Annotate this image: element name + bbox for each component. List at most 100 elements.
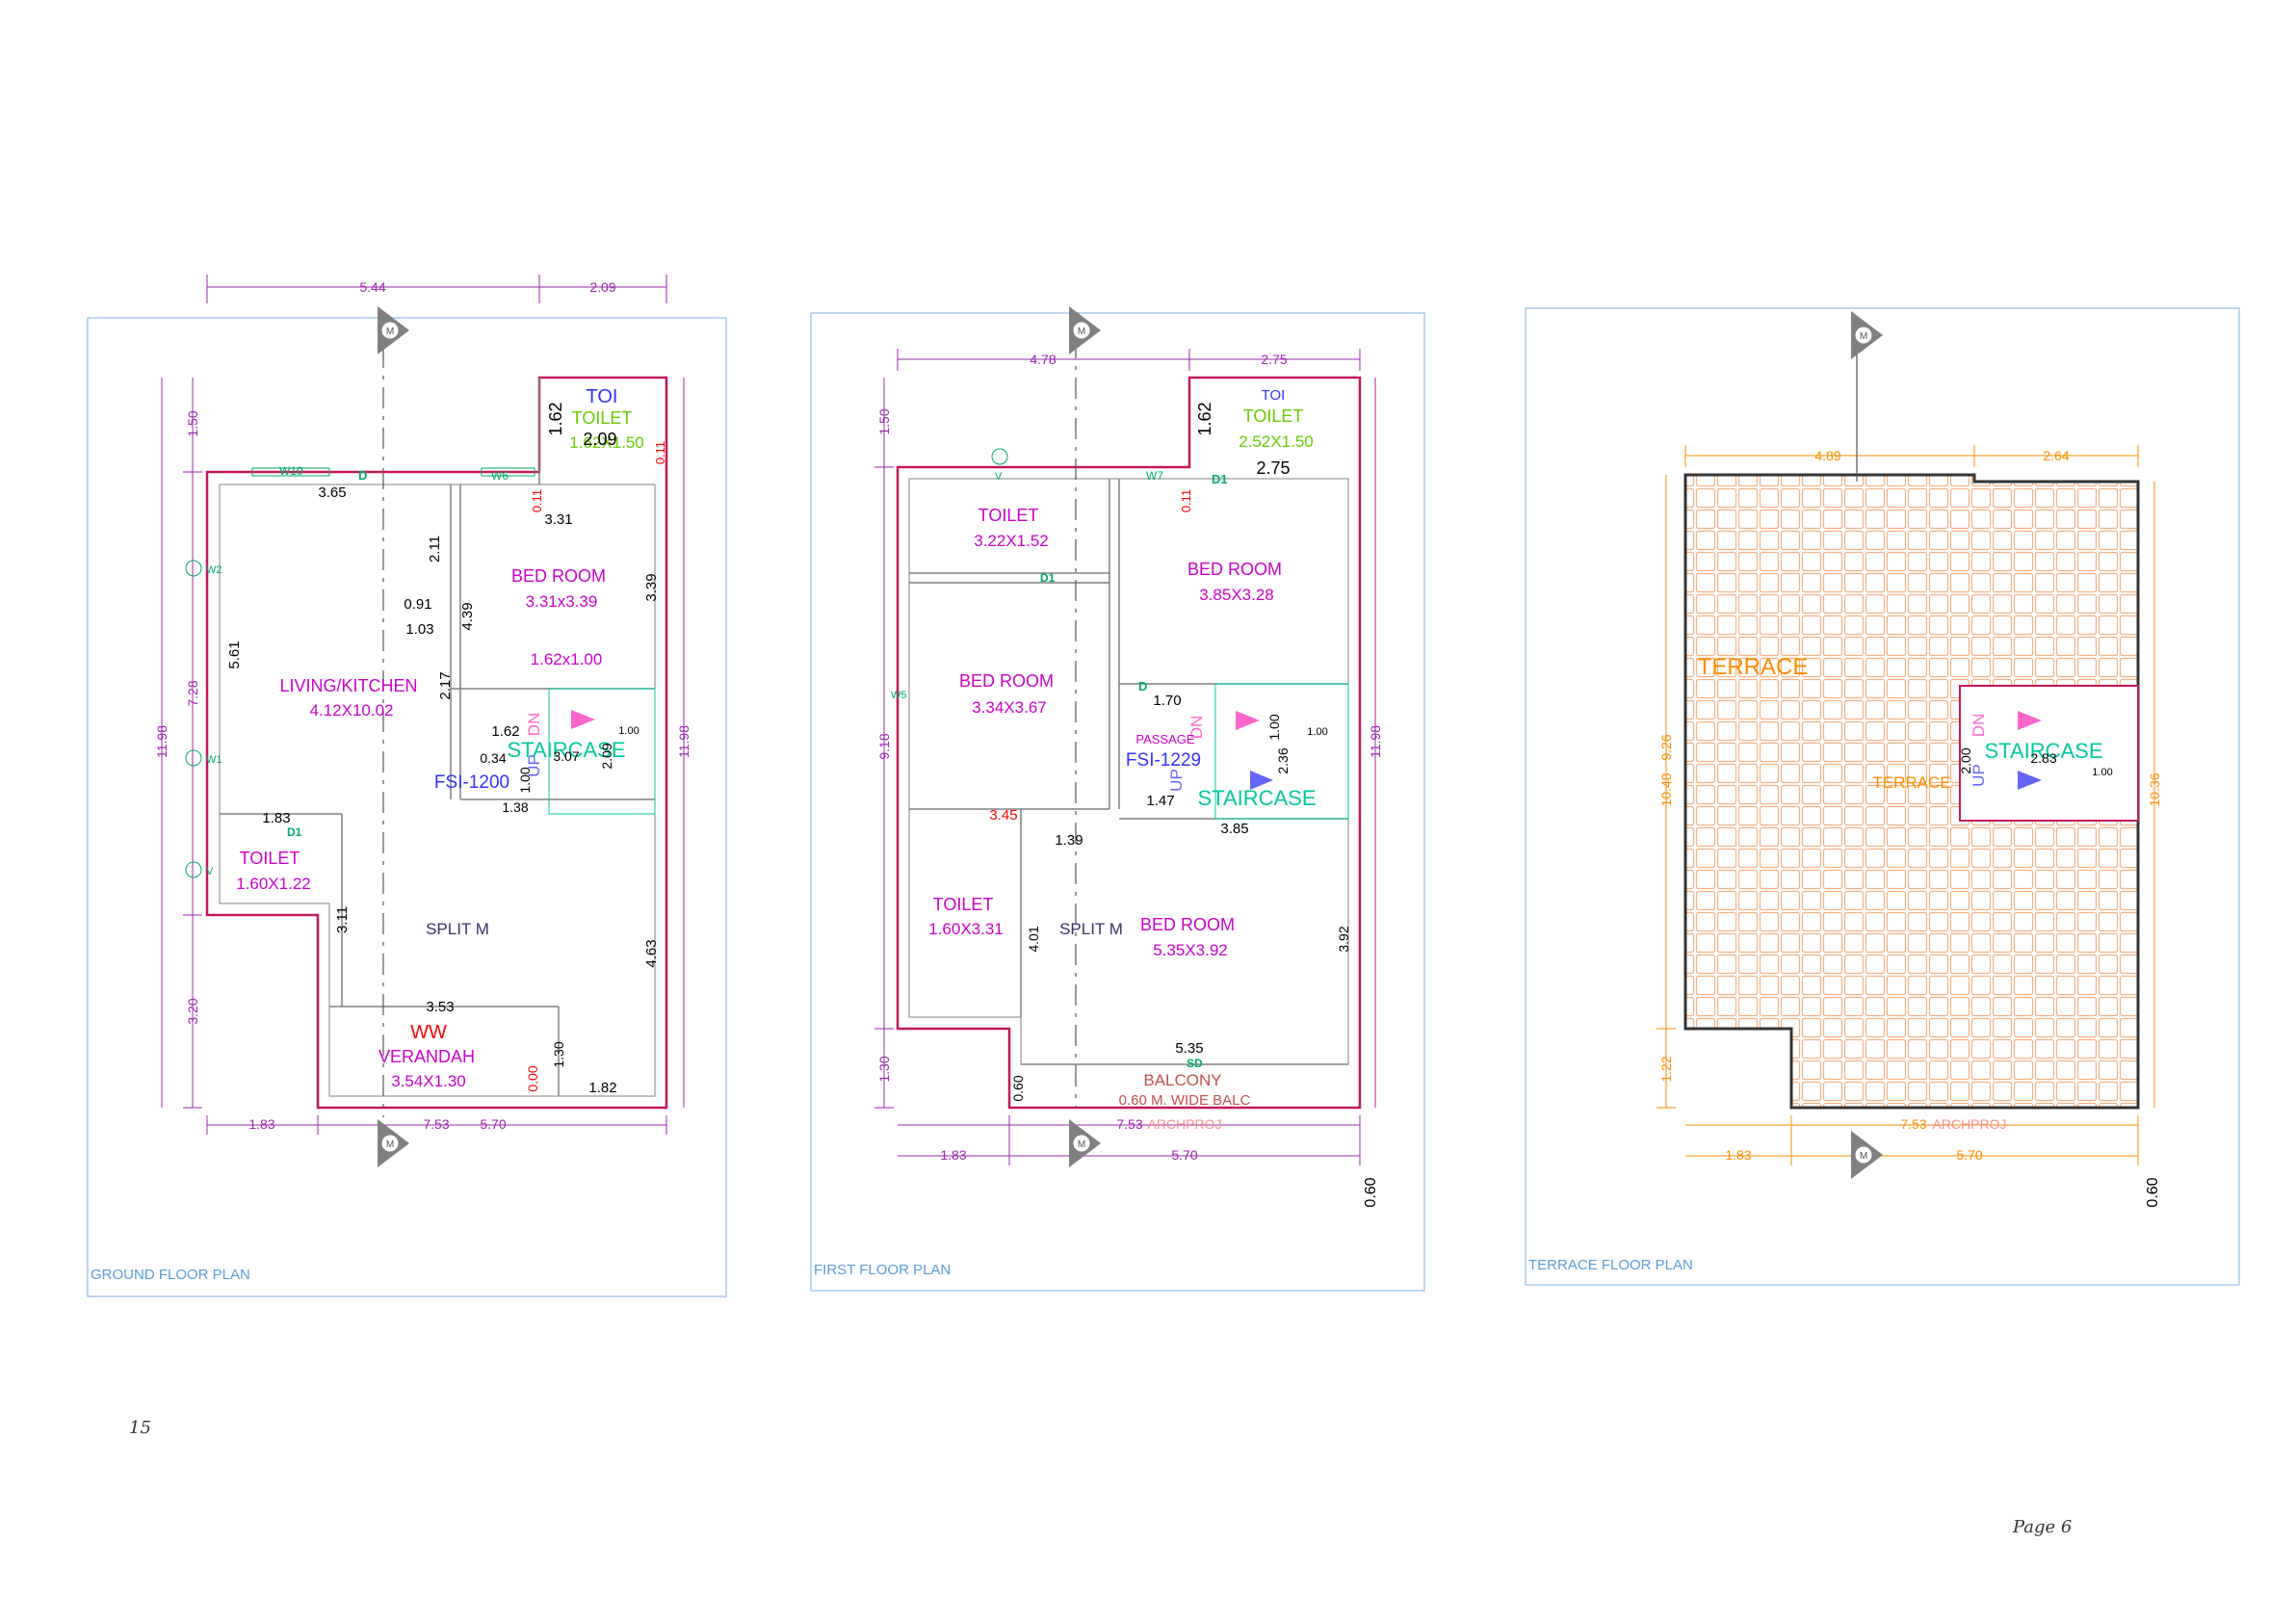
ground-dim-209b: 2.09 (599, 743, 614, 769)
ground-dim-top-left: 5.44 (359, 279, 385, 295)
ground-dim-000: 0.00 (525, 1065, 540, 1091)
first-door-d: D (1138, 679, 1147, 693)
ground-staircase-label: STAIRCASE (507, 738, 625, 762)
terrace-stair-box (1959, 685, 2139, 822)
first-dim-top-left: 4.78 (1030, 352, 1056, 367)
ground-verandah-label: VERANDAH (378, 1047, 475, 1066)
terrace-dim-bottom-left: 1.83 (1725, 1147, 1751, 1163)
terrace-dim-left-3: 1.22 (1658, 1056, 1674, 1082)
ground-dim-162c: 1.62 (491, 723, 519, 740)
ground-door-d: D (358, 468, 367, 483)
first-dim-060: 0.60 (1010, 1075, 1026, 1101)
first-dim-100b: 1.00 (1307, 726, 1327, 738)
ground-dim-209: 2.09 (583, 430, 616, 449)
first-left-dimensions (874, 378, 894, 1109)
first-dim-401: 4.01 (1026, 926, 1041, 952)
first-bed-b-size: 3.34X3.67 (972, 698, 1047, 717)
ground-dim-307: 3.07 (553, 748, 579, 764)
ground-dim-439: 4.39 (459, 602, 476, 630)
first-dim-236: 2.36 (1275, 747, 1291, 773)
first-floor-plan: FIRST FLOOR PLAN 4.78 2.75 1.50 9.18 1.3… (810, 306, 1425, 1292)
ground-dim-353: 3.53 (426, 999, 454, 1015)
first-dim-bottom-mid: 7.53 (1116, 1116, 1142, 1132)
ground-dim-011: 0.11 (530, 489, 544, 512)
ground-window-w6 (481, 467, 535, 477)
first-bed-c-label: BED ROOM (1140, 915, 1235, 934)
terrace-staircase-label: STAIRCASE (1984, 739, 2102, 763)
ground-toilet-small-size: 1.60X1.22 (236, 875, 311, 893)
terrace-dim-left-1: 10.48 (1658, 772, 1674, 806)
ground-living-label: LIVING/KITCHEN (279, 676, 417, 695)
ground-split: SPLIT M (426, 920, 489, 938)
ground-window-w2-marker (185, 560, 202, 577)
first-sd: SD (1187, 1057, 1203, 1070)
first-dim-bottom-left: 1.83 (940, 1147, 966, 1163)
first-toilet-b-label: TOILET (933, 895, 994, 914)
terrace-dim-283: 2.83 (2030, 750, 2056, 766)
terrace-stair-up: UP (1970, 764, 1988, 787)
first-stair-dn: DN (1187, 716, 1206, 740)
terrace-dim-100: 1.00 (2092, 767, 2112, 778)
ground-dim-034: 0.34 (480, 750, 506, 766)
ground-staircase-steps (548, 688, 656, 815)
first-stair-up: UP (1167, 769, 1186, 792)
ground-dim-bottom-mid: 7.53 (423, 1116, 449, 1132)
first-door-d1-top: D1 (1212, 472, 1228, 486)
ground-window-v-label: V (206, 866, 214, 877)
ground-living-size: 4.12X10.02 (310, 701, 394, 719)
first-north-label: M (1078, 327, 1085, 337)
first-bed-a-label: BED ROOM (1187, 560, 1282, 579)
ground-dim-311: 3.11 (334, 906, 351, 933)
ground-left-dimensions (161, 378, 202, 1109)
ground-interior-walls (220, 378, 655, 1096)
ground-door-d1: D1 (287, 825, 302, 839)
first-dim-139: 1.39 (1055, 832, 1083, 849)
ground-dim-left-2: 7.28 (185, 680, 200, 706)
first-window-w7: W7 (1146, 469, 1163, 483)
ground-inner-wall (219, 484, 656, 1097)
ground-dim-bottom-right: 5.70 (480, 1116, 506, 1132)
first-dim-385: 3.85 (1220, 821, 1248, 837)
first-toilet-top-size: 2.52X1.50 (1239, 432, 1314, 451)
first-passage: PASSAGE (1135, 732, 1195, 746)
first-window-v-marker (991, 448, 1008, 465)
terrace-floor-plan: TERRACE FLOOR PLAN 4.89 2.64 10.48 9.26 … (1525, 307, 2240, 1286)
ground-dim-561: 5.61 (226, 641, 243, 668)
first-top-dimensions (897, 349, 1361, 371)
ground-ww: WW (410, 1022, 447, 1043)
terrace-dim-bottom-right: 5.70 (1956, 1147, 1982, 1163)
ground-dim-right-total: 11.98 (676, 725, 691, 758)
ground-dim-182: 1.82 (588, 1080, 616, 1096)
first-bottom-dimensions (898, 1115, 1361, 1165)
terrace-frame-label: TERRACE FLOOR PLAN (1528, 1257, 1693, 1273)
first-dim-011: 0.11 (1179, 489, 1193, 512)
terrace-dim-060-side: 0.60 (2145, 1177, 2161, 1207)
ground-south-label: M (386, 1139, 394, 1150)
ground-toilet-top-size: 1.62X1.50 (569, 433, 644, 452)
ground-dim-331: 3.31 (544, 511, 572, 528)
first-staircase-label: STAIRCASE (1197, 786, 1316, 810)
ground-bed-size: 3.31x3.39 (526, 592, 598, 611)
first-dim-392: 3.92 (1336, 926, 1351, 952)
first-archproj: ARCHPROJ (1147, 1116, 1221, 1132)
first-dim-162: 1.62 (1195, 402, 1214, 435)
first-dim-left-3: 1.30 (876, 1056, 892, 1082)
first-south-label: M (1078, 1139, 1085, 1150)
ground-window-w10 (251, 467, 330, 477)
ground-window-w1-label: W1 (206, 754, 222, 766)
ground-window-w10-label: W10 (279, 464, 303, 478)
first-dim-060-side: 0.60 (1363, 1177, 1379, 1207)
first-balcony-note: 0.60 M. WIDE BALC (1119, 1092, 1251, 1109)
ground-dim-162x100: 1.62x1.00 (531, 650, 603, 668)
ground-bottom-dimensions (206, 1115, 667, 1135)
first-dim-left-1: 1.50 (876, 408, 892, 434)
ground-window-w1-marker (185, 749, 202, 767)
ground-bed-label: BED ROOM (511, 566, 606, 586)
terrace-dim-top-right: 2.64 (2043, 448, 2069, 463)
first-stair-arrow-1 (1236, 711, 1260, 730)
first-dim-left-2: 9.18 (876, 733, 892, 759)
terrace-left-dimensions (1657, 475, 1676, 1109)
first-toilet-top-label: TOILET (1243, 406, 1304, 426)
terrace-bottom-dimensions (1685, 1115, 2139, 1165)
first-stair-arrow-2 (1250, 771, 1273, 790)
